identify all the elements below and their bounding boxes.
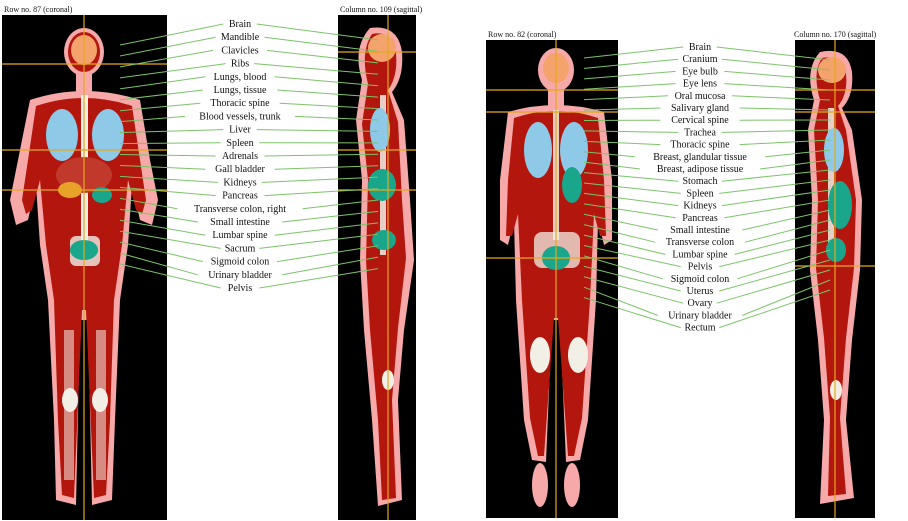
organ-label: Urinary bladder	[208, 270, 272, 281]
organ-label: Lumbar spine	[212, 230, 268, 241]
organ-label: Spleen	[686, 188, 713, 199]
organ-label: Urinary bladder	[668, 310, 732, 321]
organ-label: Pelvis	[228, 283, 253, 294]
organ-label: Blood vessels, trunk	[199, 111, 280, 122]
organ-label: Uterus	[687, 286, 714, 297]
organ-label: Ribs	[231, 59, 249, 70]
organ-label: Thoracic spine	[210, 98, 270, 109]
organ-label: Kidneys	[223, 177, 256, 188]
organ-label: Pelvis	[688, 262, 713, 273]
organ-label: Cranium	[683, 54, 718, 65]
organ-label: Kidneys	[683, 201, 716, 212]
organ-label: Liver	[229, 125, 251, 136]
organ-label: Sigmoid colon	[671, 274, 730, 285]
organ-label: Pancreas	[682, 213, 718, 224]
organ-label: Transverse colon	[666, 237, 734, 248]
organ-label: Stomach	[683, 176, 718, 187]
organ-label: Ovary	[688, 298, 713, 309]
organ-label: Oral mucosa	[675, 91, 726, 102]
female-coronal-title: Row no. 82 (coronal)	[488, 30, 557, 39]
male-sagittal-title: Column no. 109 (sagittal)	[340, 5, 423, 14]
organ-label: Adrenals	[222, 151, 258, 162]
organ-label: Breast, adipose tissue	[657, 164, 744, 175]
organ-label: Lumbar spine	[672, 249, 728, 260]
organ-label: Clavicles	[221, 45, 258, 56]
organ-label: Brain	[689, 42, 711, 53]
organ-label: Mandible	[221, 32, 260, 43]
organ-label: Eye bulb	[682, 66, 718, 77]
organ-label: Lungs, blood	[214, 72, 267, 83]
organ-label: Sigmoid colon	[211, 257, 270, 268]
organ-label: Small intestine	[670, 225, 730, 236]
organ-label: Gall bladder	[215, 164, 265, 175]
male-coronal-title: Row no. 87 (coronal)	[4, 5, 73, 14]
organ-label: Brain	[229, 19, 251, 30]
organ-label: Trachea	[684, 127, 716, 138]
organ-label: Breast, glandular tissue	[653, 152, 747, 163]
organ-label: Cervical spine	[671, 115, 729, 126]
organ-label: Small intestine	[210, 217, 270, 228]
organ-label: Salivary gland	[671, 103, 729, 114]
organ-label: Eye lens	[683, 79, 717, 90]
female-sagittal-panel: Column no. 170 (sagittal)	[794, 30, 877, 518]
male-coronal-panel: Row no. 87 (coronal)	[2, 5, 167, 520]
organ-label: Spleen	[226, 138, 253, 149]
organ-label: Sacrum	[225, 243, 256, 254]
organ-label: Rectum	[684, 323, 715, 334]
female-sagittal-title: Column no. 170 (sagittal)	[794, 30, 877, 39]
organ-label: Thoracic spine	[670, 140, 730, 151]
female-coronal-panel: Row no. 82 (coronal)	[486, 30, 618, 518]
organ-label: Lungs, tissue	[214, 85, 267, 96]
organ-label: Pancreas	[222, 191, 258, 202]
organ-label: Transverse colon, right	[194, 204, 286, 215]
